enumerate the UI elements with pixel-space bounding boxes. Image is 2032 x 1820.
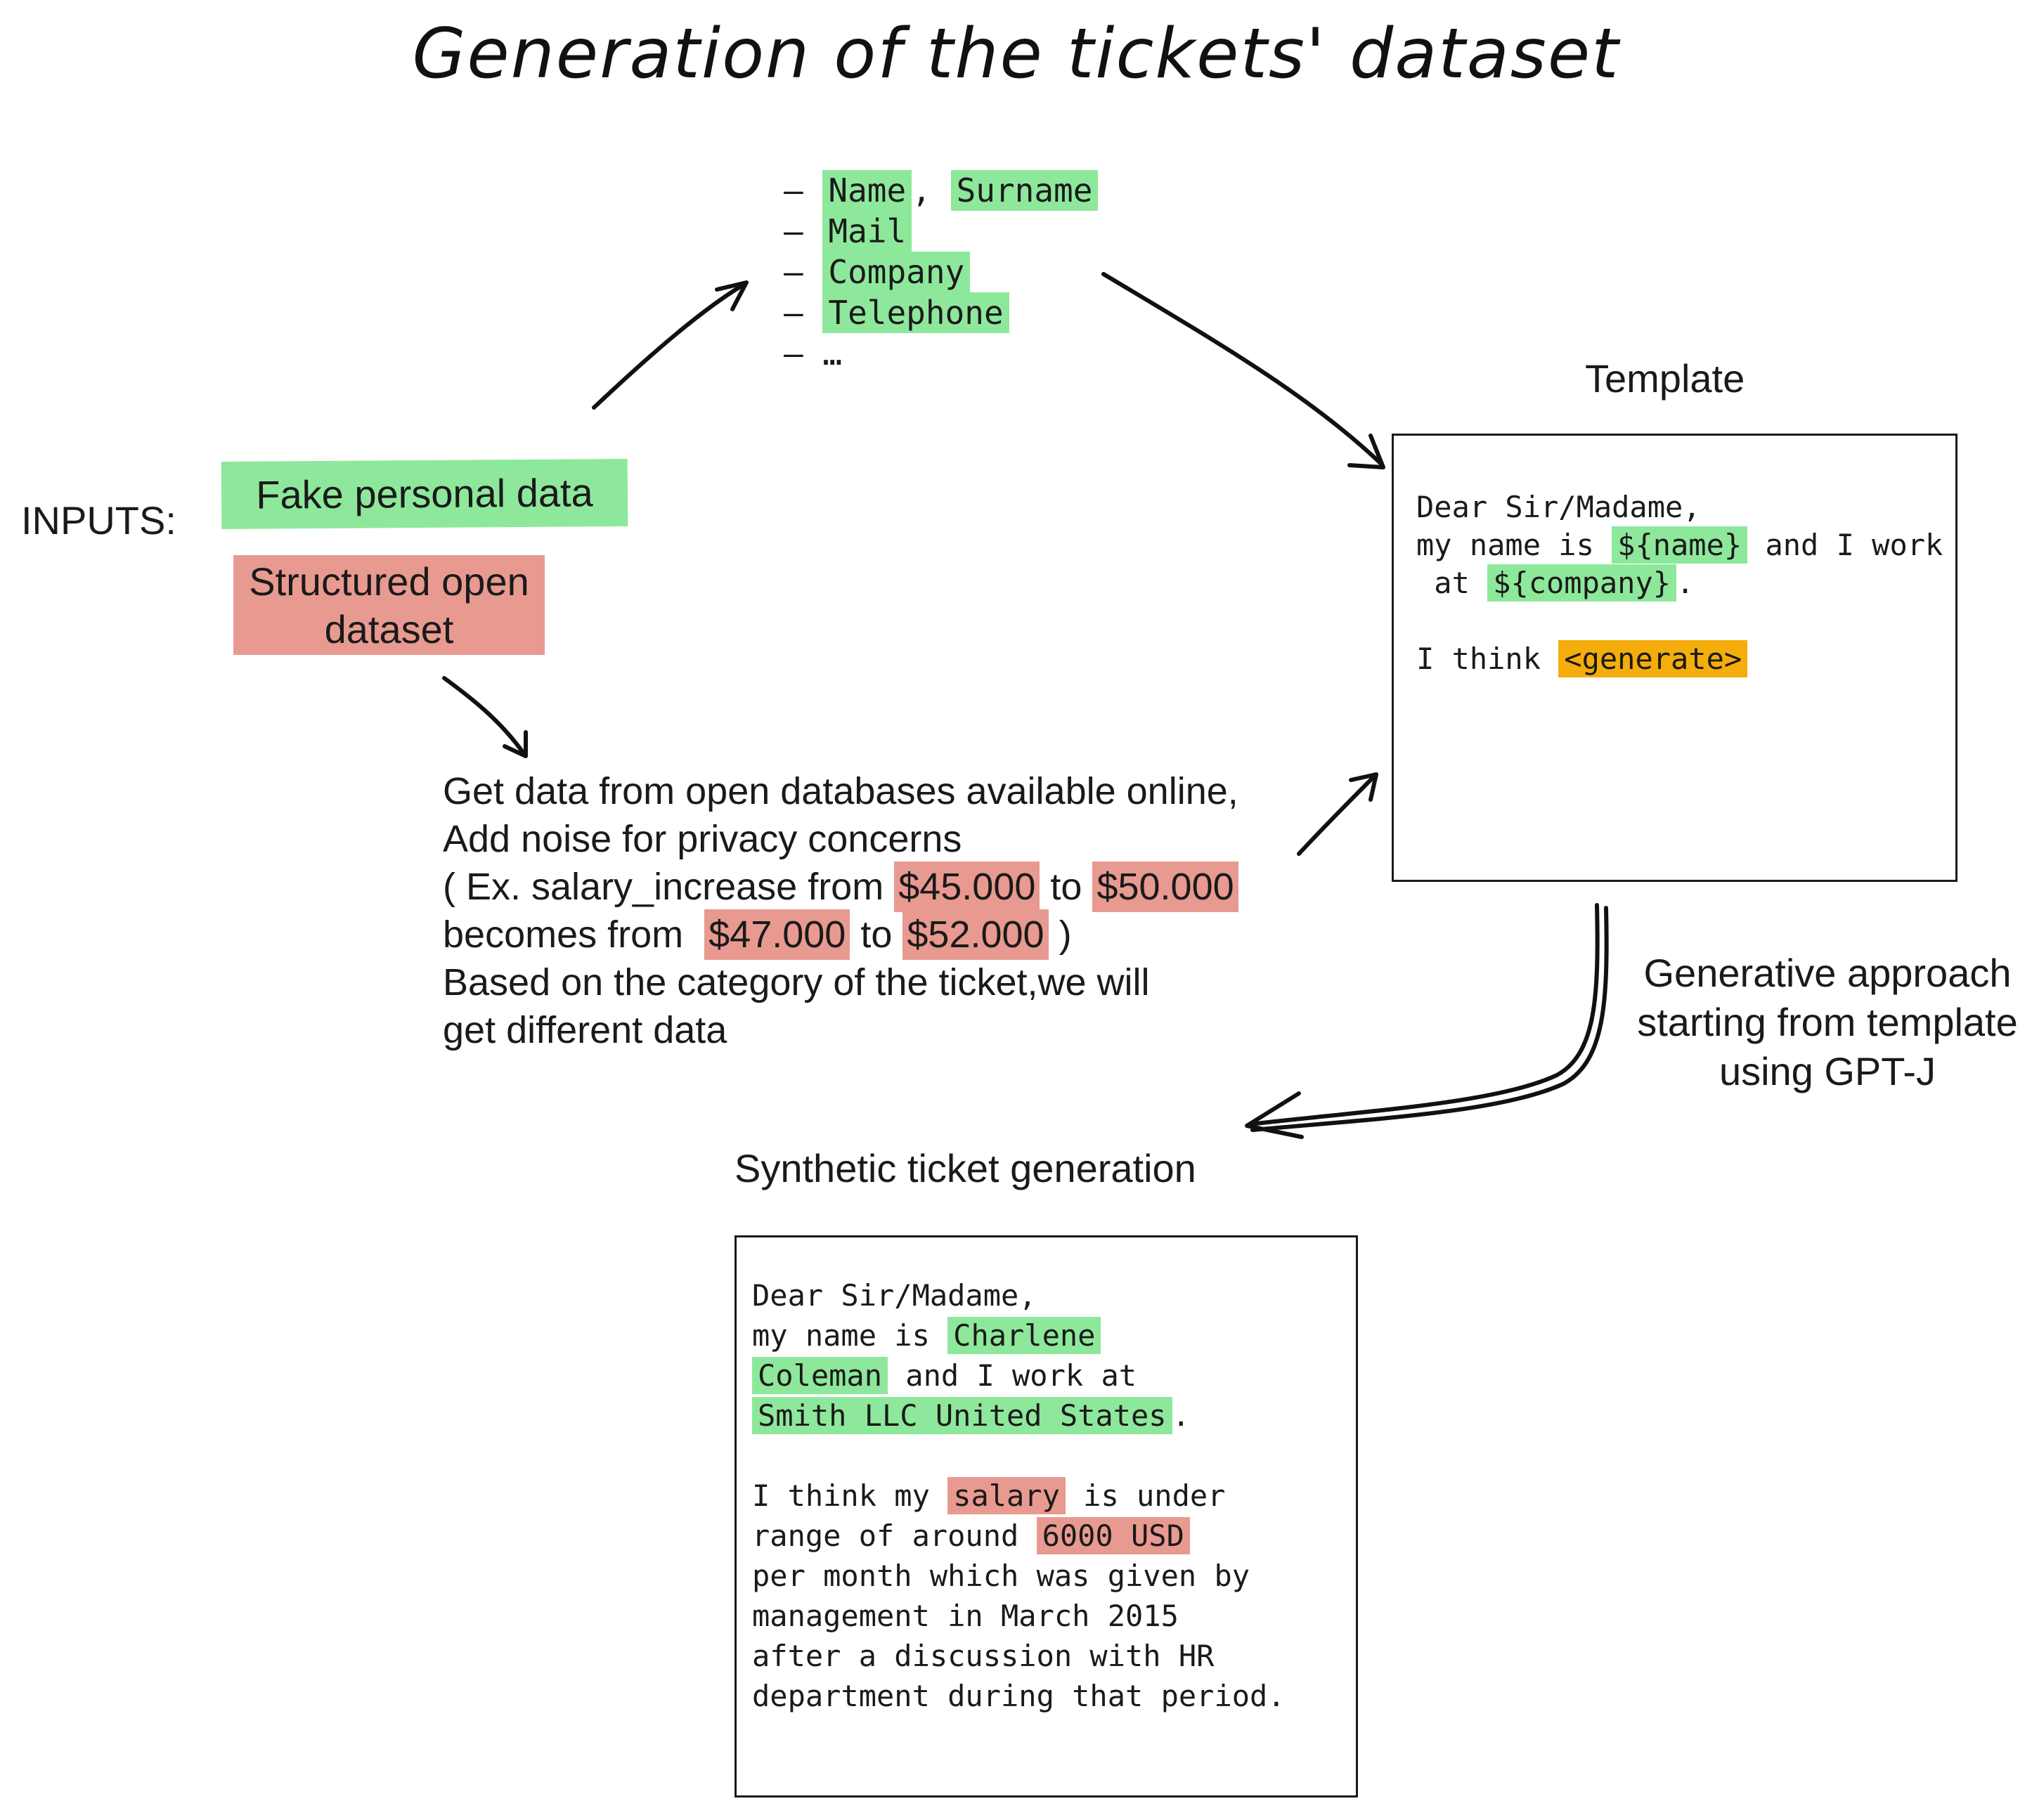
var-name: ${name} [1612,526,1748,564]
synth-line-1: Dear Sir/Madame, [752,1278,1037,1313]
inputs-label: INPUTS: [21,498,176,542]
template-line-3-prefix: at [1416,566,1488,600]
synth-amount: 6000 USD [1036,1517,1190,1554]
value-50000: $50.000 [1092,862,1238,912]
arrow-description-to-template [1297,774,1376,856]
field-company: Company [822,252,971,292]
value-47000: $47.000 [704,909,850,960]
synth-line-2: my name is Charlene [752,1315,1286,1356]
synth-line-6: range of around 6000 USD [752,1516,1286,1556]
gen-line-1: Generative approach [1643,951,2012,995]
synth-salary-word: salary [947,1477,1066,1514]
to-word: to [850,914,903,956]
list-item: – Telephone [784,292,1098,333]
synthetic-ticket-label: Synthetic ticket generation [735,1146,1196,1190]
desc-line-2: Add noise for privacy concerns [443,818,962,860]
structured-line-2: dataset [324,607,454,651]
synth-blank-line [752,1436,1286,1476]
fake-personal-data-box: Fake personal data [221,458,628,530]
arrow-dataset-to-description [442,676,526,755]
synth-line-5: I think my salary is under [752,1476,1286,1516]
list-item: – Name, Surname [784,170,1099,211]
desc-line-3-prefix: ( Ex. salary_increase from [443,866,895,908]
var-company: ${company} [1487,564,1677,602]
template-line-2: my name is ${name} and I work [1416,526,1943,564]
arrow-template-to-synthetic-head [1245,1091,1304,1139]
synth-first-name: Charlene [947,1317,1101,1354]
to-word: to [1040,866,1093,908]
synth-line-3: Coleman and I work at [752,1356,1286,1396]
synth-line-4-suffix: . [1172,1398,1190,1433]
template-blank-line [1416,602,1943,640]
arrow-template-to-synthetic-double [1250,906,1609,1132]
template-line-2-prefix: my name is [1416,528,1612,562]
gen-line-3: using GPT-J [1719,1049,1936,1093]
field-name: Name [822,170,912,211]
generative-approach-note: Generative approach starting from templa… [1610,949,2032,1096]
list-item: – Mail [784,211,1098,252]
desc-line-4-suffix: ) [1048,914,1072,956]
field-surname: Surname [950,170,1099,211]
template-line-1: Dear Sir/Madame, [1416,490,1701,524]
field-mail: Mail [822,211,912,252]
arrow-fields-to-template-head [1347,434,1385,469]
generate-tag: <generate> [1558,640,1748,677]
field-telephone: Telephone [822,292,1009,333]
synth-line-3-suffix: and I work at [888,1358,1137,1393]
desc-line-4: becomes from $47.000 to $52.000 ) [443,909,1238,960]
list-item: – Company [784,252,1098,292]
desc-line-5: Based on the category of the ticket,we w… [443,961,1150,1003]
template-line-2-suffix: and I work [1747,528,1943,562]
synth-line-9: after a discussion with HR [752,1639,1215,1673]
template-label: Template [1585,356,1745,401]
field-separator: , [912,171,951,209]
synth-line-4: Smith LLC United States. [752,1396,1286,1436]
arrow-template-to-synthetic [1248,903,1600,1126]
noise-description: Get data from open databases available o… [443,767,1238,1054]
synth-line-2-prefix: my name is [752,1318,948,1353]
synth-line-10: department during that period. [752,1679,1286,1713]
value-52000: $52.000 [902,909,1049,960]
structured-line-1: Structured open [249,559,529,604]
arrow-dataset-to-description-head [503,730,528,758]
template-line-3-suffix: . [1676,566,1695,600]
desc-line-4-prefix: becomes from [443,914,705,956]
synth-line-8: management in March 2015 [752,1599,1179,1633]
arrow-inputs-to-fields-head [715,280,749,311]
value-45000: $45.000 [894,862,1040,912]
template-text: Dear Sir/Madame,my name is ${name} and I… [1416,488,1943,678]
field-ellipsis: … [822,334,843,372]
synth-line-7: per month which was given by [752,1559,1250,1593]
synth-line-5-suffix: is under [1065,1478,1226,1513]
personal-fields-list: – Name, Surname – Mail – Company – Telep… [784,170,1099,374]
template-line-3: at ${company}. [1416,564,1943,602]
synth-last-name: Coleman [752,1357,888,1394]
arrow-inputs-to-fields [592,282,746,410]
arrow-fields-to-template [1101,272,1383,466]
desc-line-6: get different data [443,1009,727,1051]
structured-open-dataset-box: Structured open dataset [233,555,545,655]
list-item: – … [784,334,843,372]
arrow-description-to-template-head [1349,772,1378,802]
desc-line-3: ( Ex. salary_increase from $45.000 to $5… [443,862,1238,912]
synth-line-5-prefix: I think my [752,1478,948,1513]
diagram-title: Generation of the tickets' dataset [412,14,1620,94]
gen-line-2: starting from template [1637,1000,2018,1044]
synth-line-6-prefix: range of around [752,1519,1037,1553]
synth-company: Smith LLC United States [752,1397,1172,1434]
desc-line-1: Get data from open databases available o… [443,770,1238,812]
template-line-4: I think <generate> [1416,640,1943,678]
template-line-4-prefix: I think [1416,642,1559,676]
